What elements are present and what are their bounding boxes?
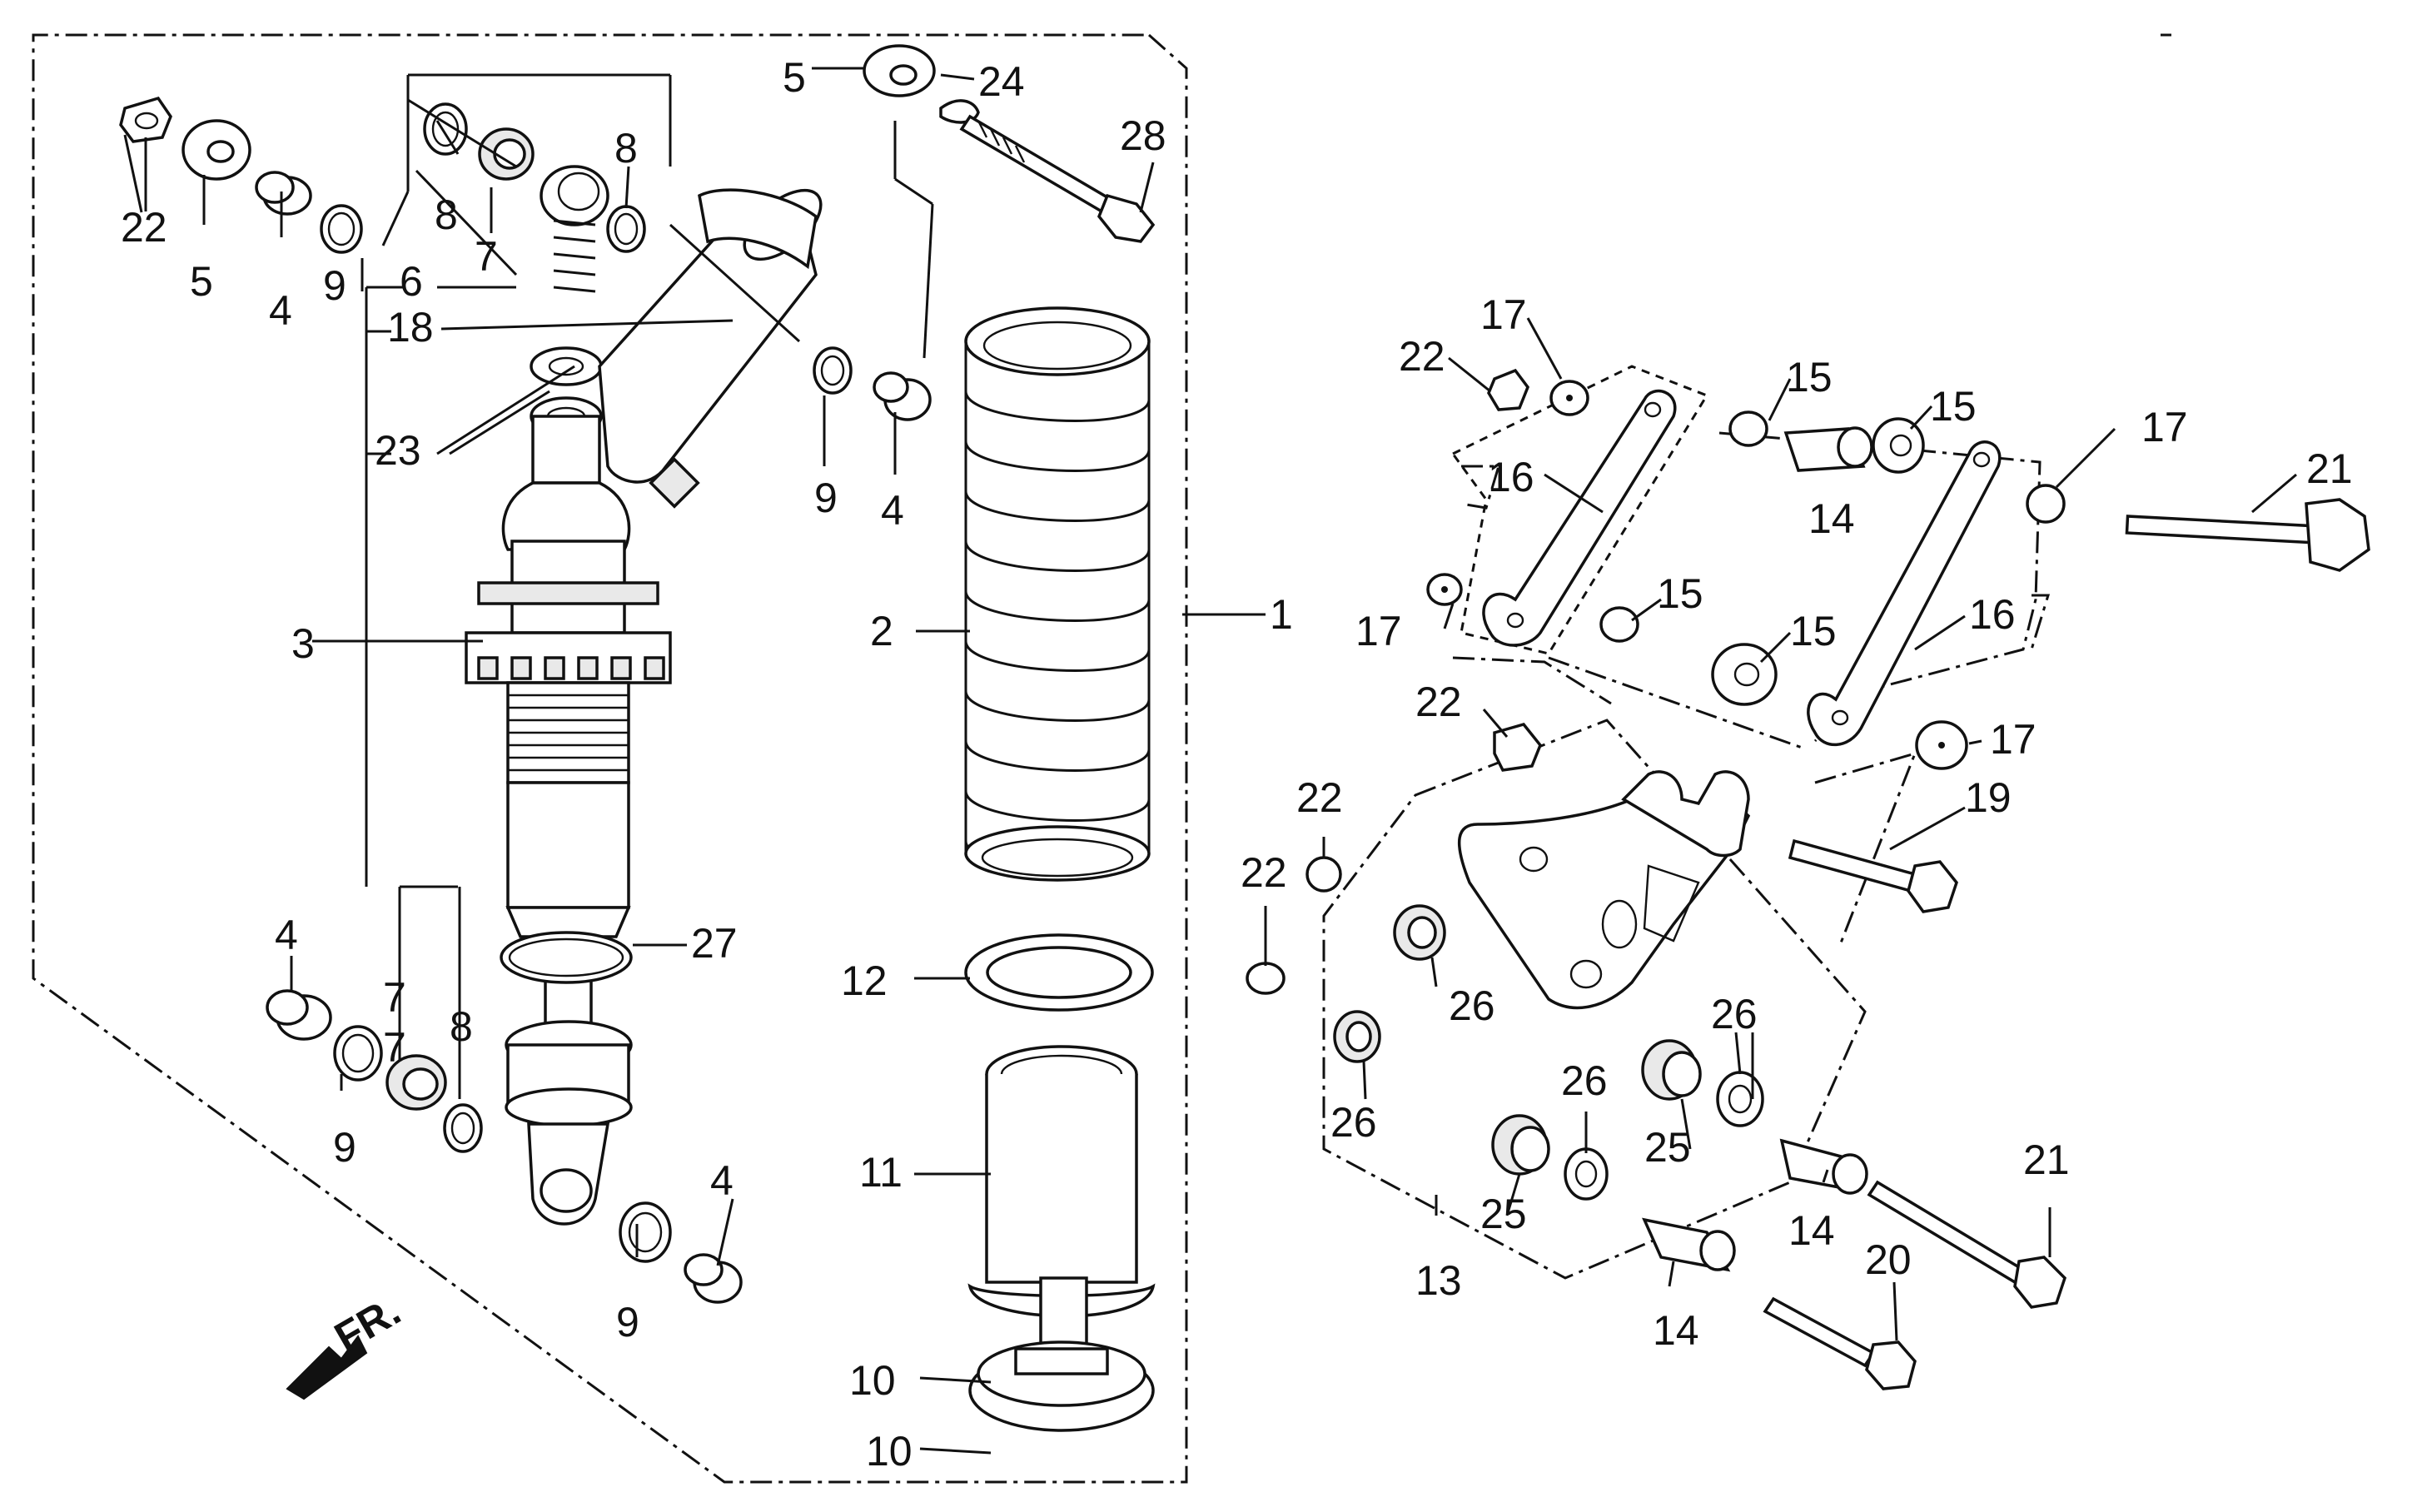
callout-2: 2: [870, 608, 893, 654]
coil-spring: [964, 306, 1151, 882]
callout-9: 9: [616, 1299, 639, 1345]
callout-4: 4: [269, 287, 292, 334]
callout-9: 9: [323, 262, 346, 309]
callout-11: 11: [859, 1149, 903, 1196]
callout-15: 15: [1657, 570, 1703, 617]
callout-17: 17: [1990, 716, 2037, 763]
callout-28: 28: [1120, 112, 1166, 159]
collar-notches: [477, 656, 665, 680]
callout-14: 14: [1788, 1207, 1835, 1254]
callout-15: 15: [1790, 608, 1837, 654]
linkage-parts-right: [1246, 368, 2370, 1390]
callout-13: 13: [1415, 1257, 1462, 1304]
callout-8: 8: [450, 1003, 473, 1050]
callout-7: 7: [383, 1024, 406, 1071]
callout-26: 26: [1449, 982, 1495, 1029]
callout-12: 12: [841, 957, 888, 1004]
leader-lines: [123, 67, 2297, 1455]
callout-14: 14: [1808, 495, 1855, 542]
callout-15: 15: [1786, 354, 1833, 400]
callout-9: 9: [814, 475, 838, 521]
callout-17: 17: [2141, 404, 2188, 450]
callout-17: 17: [1480, 291, 1527, 338]
callout-16: 16: [1488, 454, 1534, 500]
callout-4: 4: [881, 487, 904, 534]
callout-14: 14: [1653, 1307, 1699, 1354]
callout-21: 21: [2306, 445, 2353, 492]
callout-26: 26: [1561, 1057, 1608, 1104]
callout-17: 17: [1355, 608, 1402, 654]
callout-25: 25: [1480, 1191, 1527, 1237]
callout-8: 8: [435, 191, 458, 238]
callout-26: 26: [1711, 991, 1758, 1037]
callout-9: 9: [333, 1124, 356, 1171]
callout-23: 23: [375, 427, 421, 474]
callout-26: 26: [1330, 1099, 1377, 1146]
callout-27: 27: [691, 920, 738, 967]
callout-24: 24: [978, 58, 1025, 105]
callout-20: 20: [1865, 1236, 1912, 1283]
callout-4: 4: [275, 912, 298, 958]
callout-16: 16: [1969, 591, 2016, 638]
callout-10: 10: [866, 1428, 913, 1475]
front-marker-label: FR.: [327, 1287, 409, 1361]
stopper-10: [968, 1340, 1155, 1432]
small-parts-left: [119, 44, 1156, 1304]
callout-7: 7: [475, 233, 498, 280]
callout-15: 15: [1930, 383, 1977, 430]
callout-labels: 1 2 3 4 4 4 4 5 5 6 7 7 7 8 8 8 9 9 9 9 …: [121, 54, 2353, 1475]
callout-10: 10: [849, 1357, 896, 1404]
callout-1: 1: [1270, 591, 1293, 638]
callout-3: 3: [291, 620, 315, 667]
callout-22: 22: [1241, 849, 1287, 896]
callout-18: 18: [387, 304, 434, 351]
callout-19: 19: [1965, 774, 2012, 821]
callout-22: 22: [1399, 333, 1445, 380]
spring-guide-11: [967, 1045, 1156, 1355]
callout-25: 25: [1644, 1124, 1691, 1171]
thread-lines: [508, 694, 629, 772]
callout-5: 5: [783, 54, 806, 101]
front-direction-marker: FR.: [286, 1287, 409, 1400]
callout-22: 22: [121, 204, 167, 251]
callout-22: 22: [1415, 679, 1462, 725]
callout-5: 5: [190, 258, 213, 305]
callout-22: 22: [1296, 774, 1343, 821]
callout-21: 21: [2023, 1136, 2070, 1183]
callout-8: 8: [614, 125, 638, 172]
callout-4: 4: [710, 1157, 734, 1204]
spring-seat-12: [964, 933, 1154, 1012]
shock-absorber-body: [465, 188, 823, 1226]
callout-7: 7: [383, 974, 406, 1021]
callout-6: 6: [400, 258, 423, 305]
